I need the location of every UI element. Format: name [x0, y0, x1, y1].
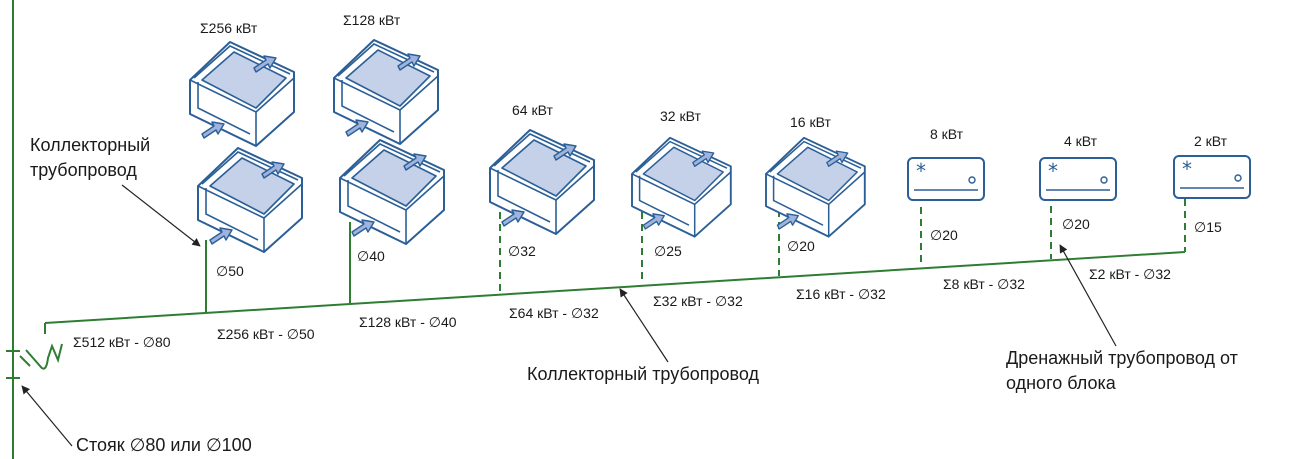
branch-diameter-label: ∅40	[357, 248, 385, 264]
branch-diameter-label: ∅20	[787, 238, 815, 254]
leader-collector-bottom	[619, 288, 669, 363]
cassette-unit-icon	[189, 41, 295, 147]
segment-label: Σ8 кВт - ∅32	[943, 276, 1025, 292]
unit-capacity-label: 2 кВт	[1194, 133, 1228, 149]
leader-riser	[21, 385, 73, 447]
unit-capacity-label: 64 кВт	[512, 102, 553, 118]
drain-label-line2: одного блока	[1006, 373, 1117, 393]
collector-label-top-line1: Коллекторный	[30, 135, 150, 155]
collector-pipe	[44, 251, 1186, 324]
unit-capacity-label: 4 кВт	[1064, 133, 1098, 149]
cassette-unit-icon	[339, 139, 445, 245]
segment-label: Σ128 кВт - ∅40	[359, 314, 457, 330]
segment-label: Σ256 кВт - ∅50	[217, 326, 315, 342]
collector-label-top-line2: трубопровод	[30, 160, 137, 180]
unit-capacity-label: Σ256 кВт	[200, 20, 258, 36]
cassette-unit-icon	[333, 39, 439, 145]
segment-label: Σ512 кВт - ∅80	[73, 334, 171, 350]
segment-label: Σ32 кВт - ∅32	[653, 293, 743, 309]
wall-unit-icon	[907, 157, 985, 201]
collector-label-bottom: Коллекторный трубопровод	[527, 364, 760, 384]
branch-diameter-label: ∅15	[1194, 219, 1222, 235]
cassette-unit-icon	[765, 136, 866, 238]
segment-label: Σ64 кВт - ∅32	[509, 305, 599, 321]
wall-unit-icon	[1039, 157, 1117, 201]
cassette-unit-icon	[631, 136, 732, 238]
branch-diameter-label: ∅50	[216, 263, 244, 279]
cassette-unit-icon	[489, 129, 595, 235]
wall-unit-icon	[1173, 155, 1251, 199]
unit-capacity-label: 16 кВт	[790, 114, 831, 130]
branch-diameter-label: ∅32	[508, 243, 536, 259]
branch-diameter-label: ∅20	[930, 227, 958, 243]
segment-label: Σ2 кВт - ∅32	[1089, 266, 1171, 282]
branch-diameter-label: ∅20	[1062, 216, 1090, 232]
branch-diameter-label: ∅25	[654, 243, 682, 259]
cassette-unit-icon	[197, 147, 303, 253]
unit-capacity-label: 32 кВт	[660, 108, 701, 124]
unit-capacity-label: 8 кВт	[930, 126, 964, 142]
riser-label: Стояк ∅80 или ∅100	[76, 435, 252, 455]
leader-drain	[1059, 244, 1117, 347]
unit-capacity-label: Σ128 кВт	[343, 12, 401, 28]
segment-label: Σ16 кВт - ∅32	[796, 286, 886, 302]
trap-icon	[19, 343, 63, 370]
drain-label-line1: Дренажный трубопровод от	[1006, 348, 1238, 368]
leader-collector-top	[121, 184, 201, 247]
